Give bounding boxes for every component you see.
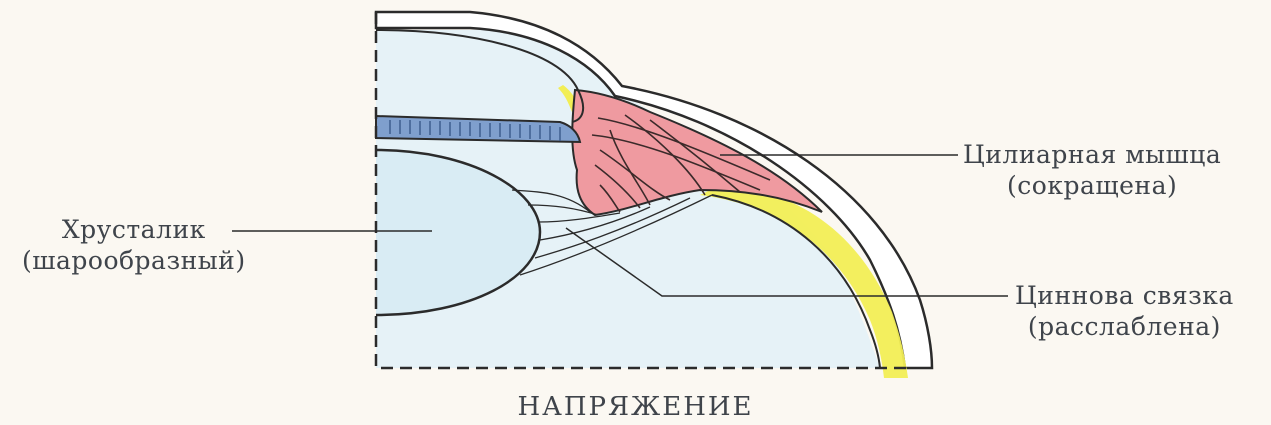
ciliary-muscle-label-state: (сокращена)	[963, 170, 1221, 201]
zonule-label-state: (расслаблена)	[1015, 311, 1234, 342]
zonule-label: Циннова связка (расслаблена)	[1015, 280, 1234, 342]
ciliary-muscle-label-name: Цилиарная мышца	[963, 139, 1221, 170]
lens-label-state: (шарообразный)	[22, 245, 246, 276]
ciliary-muscle-label: Цилиарная мышца (сокращена)	[963, 139, 1221, 201]
lens-label-name: Хрусталик	[22, 214, 246, 245]
lens-label: Хрусталик (шарообразный)	[22, 214, 246, 276]
diagram-caption: НАПРЯЖЕНИЕ	[0, 392, 1271, 422]
zonule-label-name: Циннова связка	[1015, 280, 1234, 311]
